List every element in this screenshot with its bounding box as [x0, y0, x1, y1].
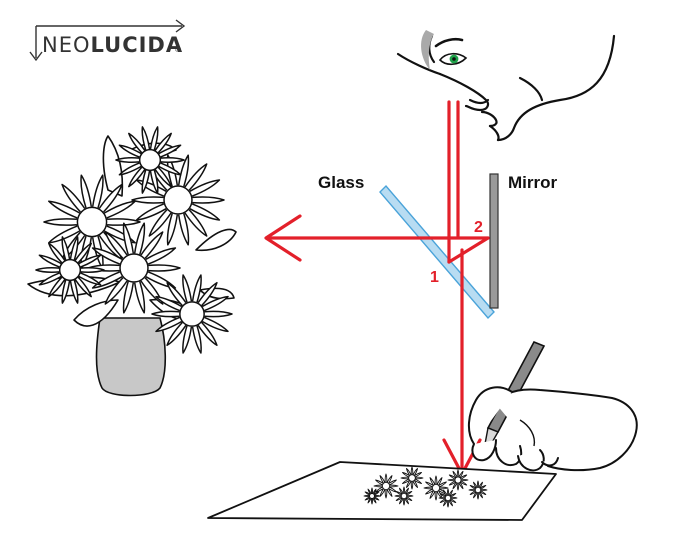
flower-vase-icon — [27, 126, 237, 397]
light-rays — [264, 100, 490, 476]
eye-icon — [438, 52, 468, 66]
flower-6 — [115, 126, 185, 194]
ray-arrowhead-left — [264, 214, 302, 262]
sketch-flower-2 — [400, 466, 424, 490]
logo-bracket-icon — [29, 19, 186, 62]
glass-plate — [379, 184, 495, 320]
flower-3 — [87, 222, 181, 314]
sketch-on-paper — [363, 466, 488, 508]
glass-label: Glass — [318, 173, 364, 192]
mirror-plate — [489, 173, 499, 309]
logo-text-lucida: LUCIDA — [91, 33, 184, 57]
logo-text-neo: NEO — [42, 33, 91, 57]
logo-registered-mark: ® — [175, 45, 181, 54]
face-profile — [396, 34, 616, 142]
flower-5 — [35, 236, 105, 304]
point-1-label: 1 — [430, 269, 439, 286]
hand-with-pencil-icon — [468, 340, 638, 472]
sketch-flower-6 — [438, 488, 458, 508]
sketch-flower-1 — [373, 473, 399, 499]
mirror-label: Mirror — [508, 173, 558, 192]
vase — [95, 317, 167, 397]
sketch-flower-8 — [363, 487, 381, 505]
neolucida-logo: NEOLUCIDA ® — [29, 19, 186, 62]
sketch-flower-5 — [394, 486, 414, 506]
svg-text:NEOLUCIDA: NEOLUCIDA — [42, 33, 183, 57]
ray-bounce — [447, 236, 490, 264]
flowers-group — [35, 126, 233, 354]
point-2-label: 2 — [474, 219, 483, 236]
sketch-flower-4 — [447, 469, 469, 491]
drawing-paper — [207, 461, 557, 521]
flower-4 — [151, 274, 233, 354]
sketch-flower-7 — [468, 480, 488, 500]
eyelid-shadow — [421, 30, 434, 70]
